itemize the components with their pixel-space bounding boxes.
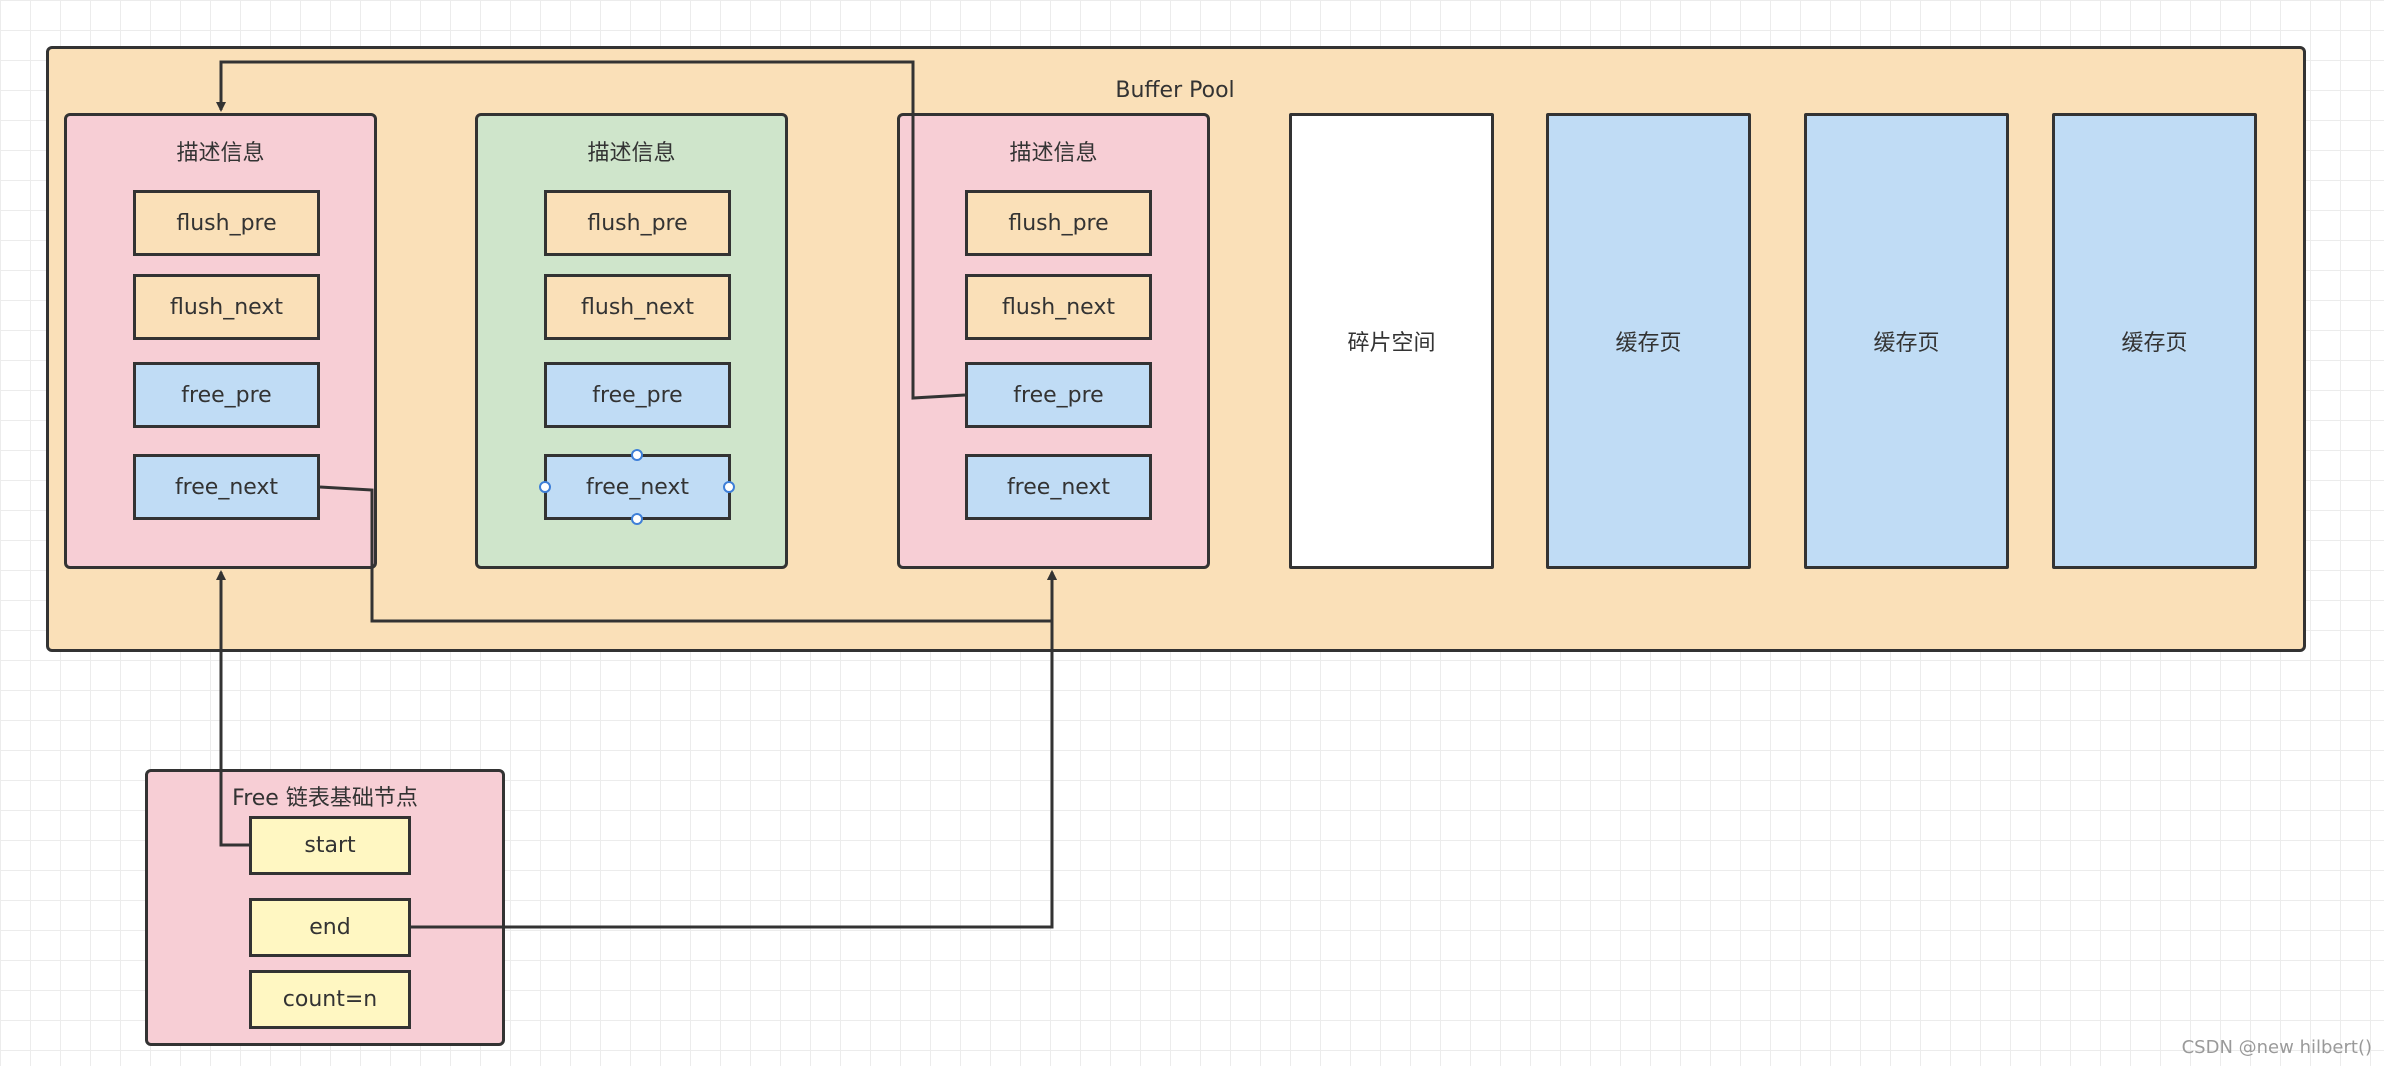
flush-next-field[interactable]: flush_next <box>133 274 320 340</box>
flush-next-field[interactable]: flush_next <box>544 274 731 340</box>
free-pre-field[interactable]: free_pre <box>544 362 731 428</box>
flush-pre-field[interactable]: flush_pre <box>544 190 731 256</box>
free-pre-field[interactable]: free_pre <box>965 362 1152 428</box>
free-next-field[interactable]: free_next <box>133 454 320 520</box>
count-field[interactable]: count=n <box>249 970 411 1029</box>
descriptor-title: 描述信息 <box>587 141 676 166</box>
buffer-pool-title: Buffer Pool <box>1115 78 1235 103</box>
flush-pre-field[interactable]: flush_pre <box>133 190 320 256</box>
free-list-node-title: Free 链表基础节点 <box>232 786 418 811</box>
descriptor-title: 描述信息 <box>176 141 265 166</box>
free-pre-field[interactable]: free_pre <box>133 362 320 428</box>
selection-handle-top[interactable] <box>631 449 643 461</box>
cache-page-2[interactable]: 缓存页 <box>1804 113 2009 569</box>
selection-handle-right[interactable] <box>723 481 735 493</box>
descriptor-title: 描述信息 <box>1009 141 1098 166</box>
flush-next-field[interactable]: flush_next <box>965 274 1152 340</box>
free-next-field-selected[interactable]: free_next <box>544 454 731 520</box>
start-field[interactable]: start <box>249 816 411 875</box>
end-field[interactable]: end <box>249 898 411 957</box>
selection-handle-bottom[interactable] <box>631 513 643 525</box>
cache-page-3[interactable]: 缓存页 <box>2052 113 2257 569</box>
cache-page-1[interactable]: 缓存页 <box>1546 113 1751 569</box>
selection-handle-left[interactable] <box>539 481 551 493</box>
flush-pre-field[interactable]: flush_pre <box>965 190 1152 256</box>
watermark: CSDN @new hilbert() <box>2181 1037 2372 1058</box>
free-next-field[interactable]: free_next <box>965 454 1152 520</box>
fragment-space[interactable]: 碎片空间 <box>1289 113 1494 569</box>
